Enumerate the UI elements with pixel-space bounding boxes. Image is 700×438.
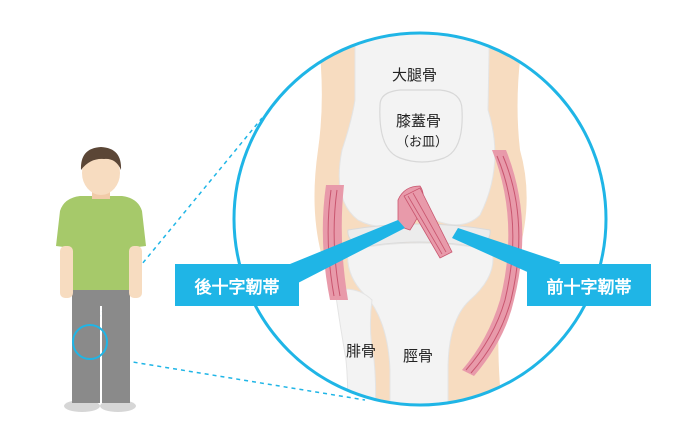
zoom-circle-border — [232, 31, 608, 407]
left-arm — [60, 246, 73, 298]
hair — [80, 147, 122, 170]
patella-note: （お皿） — [396, 135, 449, 150]
femur-label: 大腿骨 — [392, 66, 438, 84]
acl-callout: 前十字靭帯 — [527, 264, 651, 306]
tibia-label: 脛骨 — [403, 347, 434, 365]
fibula-label: 腓骨 — [346, 342, 377, 360]
pcl-callout: 後十字靭帯 — [175, 264, 299, 306]
pcl-pointer — [290, 220, 405, 284]
shirt — [56, 196, 146, 290]
patella-bone — [379, 89, 463, 163]
medial-ligament — [462, 150, 523, 376]
knee-highlight-circle — [72, 324, 108, 360]
person-figure — [56, 147, 146, 412]
right-arm — [129, 246, 142, 298]
lateral-ligament — [322, 185, 348, 300]
patella-label: 膝蓋骨 — [396, 112, 442, 130]
cruciate-ligaments — [397, 185, 453, 259]
head — [82, 151, 120, 195]
